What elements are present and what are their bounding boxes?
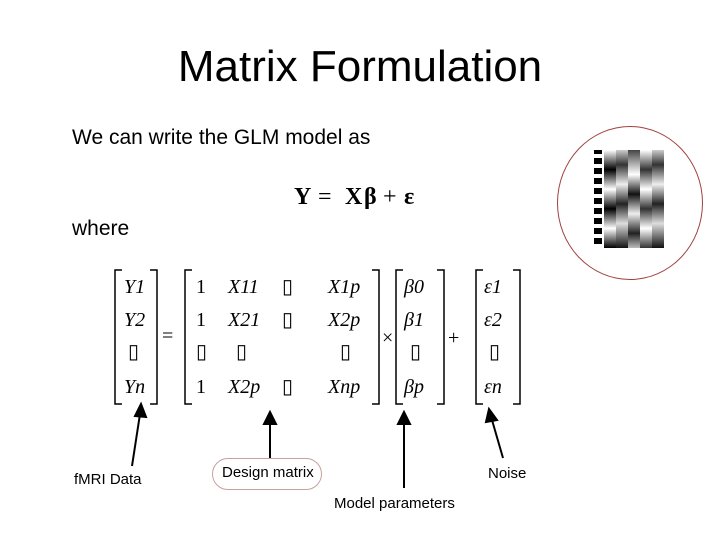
design-r4-c3: ▯ bbox=[282, 376, 293, 398]
design-r2-c3: ▯ bbox=[282, 309, 293, 331]
noise-label: Noise bbox=[488, 465, 527, 482]
eps-3: ▯ bbox=[489, 341, 500, 363]
beta-3: ▯ bbox=[410, 341, 421, 363]
eq-equals: = bbox=[318, 184, 332, 210]
fmri-arrow-head bbox=[133, 401, 148, 419]
matrix-times: × bbox=[382, 327, 393, 349]
design-r2-c1: 1 bbox=[196, 309, 206, 331]
matrix-plus: + bbox=[448, 327, 459, 349]
design-r4-c2: X2p bbox=[227, 376, 260, 398]
design-r3-c1: ▯ bbox=[196, 341, 207, 363]
noise-arrow-head bbox=[484, 406, 499, 424]
matrix-equals: = bbox=[162, 325, 173, 347]
y-vector-1: Y1 bbox=[124, 276, 145, 298]
beta-1: β0 bbox=[403, 276, 424, 298]
design-r1-c4: X1p bbox=[327, 276, 360, 298]
design-r1-c2: X11 bbox=[227, 276, 259, 298]
params-arrow-head bbox=[396, 409, 412, 425]
beta-4: βp bbox=[403, 376, 424, 398]
slide-title: Matrix Formulation bbox=[177, 42, 543, 91]
design-r3-c2: ▯ bbox=[236, 341, 247, 363]
design-matrix-image-icon bbox=[590, 148, 670, 250]
design-r1-c3: ▯ bbox=[282, 276, 293, 298]
design-r3-c4: ▯ bbox=[340, 341, 351, 363]
eq-plus: + bbox=[383, 184, 397, 210]
design-label: Design matrix bbox=[222, 464, 314, 481]
y-vector-4: Yn bbox=[124, 376, 145, 398]
design-arrow-head bbox=[262, 409, 278, 425]
design-r2-c4: X2p bbox=[327, 309, 360, 331]
eq-y: Y bbox=[294, 184, 311, 210]
eps-2: ε2 bbox=[484, 309, 502, 331]
eq-x: X bbox=[345, 184, 363, 210]
y-vector-2: Y2 bbox=[124, 309, 145, 331]
design-r4-c4: Xnp bbox=[327, 376, 360, 398]
design-r2-c2: X21 bbox=[227, 309, 260, 331]
design-r1-c1: 1 bbox=[196, 276, 206, 298]
design-matrix-label-box bbox=[212, 458, 322, 490]
design-r4-c1: 1 bbox=[196, 376, 206, 398]
eq-eps: ε bbox=[404, 184, 414, 210]
eq-beta: β bbox=[364, 184, 377, 210]
params-label: Model parameters bbox=[334, 495, 455, 512]
intro-text: We can write the GLM model as bbox=[72, 126, 371, 149]
where-text: where bbox=[72, 217, 130, 240]
eps-1: ε1 bbox=[484, 276, 502, 298]
y-vector-3: ▯ bbox=[128, 341, 139, 363]
eps-4: εn bbox=[484, 376, 502, 398]
fmri-label: fMRI Data bbox=[74, 471, 142, 488]
glm-equation: Y = X β + ε bbox=[294, 184, 414, 210]
matrix-equation: Y1 Y2 ▯ Yn 1 X11 ▯ X1p 1 X21 ▯ X2p ▯ ▯ ▯… bbox=[114, 269, 521, 405]
beta-2: β1 bbox=[403, 309, 424, 331]
